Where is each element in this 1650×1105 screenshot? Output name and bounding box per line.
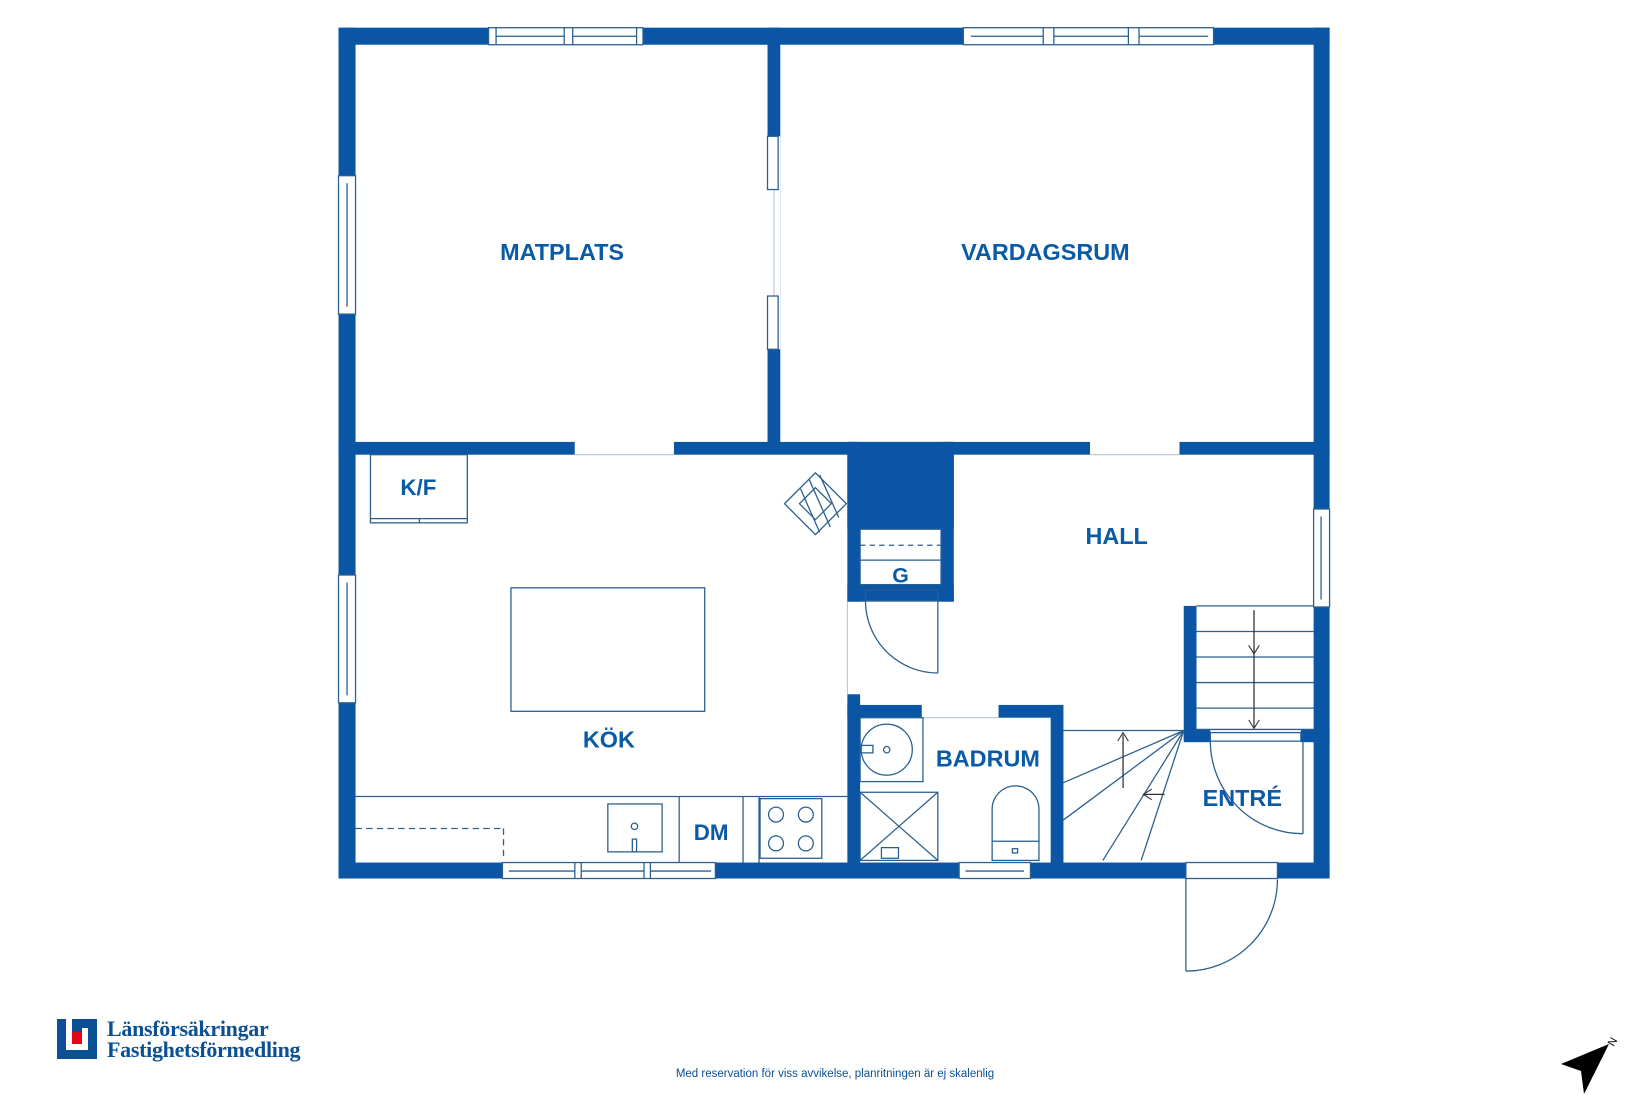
room-label-entre: ENTRÉ (1203, 784, 1282, 811)
fixture-label-kf: K/F (400, 475, 436, 500)
walls (338, 27, 1330, 879)
windows (337, 27, 1331, 880)
room-label-badrum: BADRUM (936, 746, 1040, 772)
fixture-label-g: G (892, 563, 909, 587)
room-label-hall: HALL (1085, 523, 1147, 549)
brand-name-line2: Fastighetsförmedling (107, 1037, 301, 1062)
fixtures (355, 454, 1314, 972)
room-label-matplats: MATPLATS (500, 239, 624, 265)
brand-logo: Länsförsäkringar Fastighetsförmedling (57, 1016, 301, 1062)
fixture-label-dm: DM (694, 820, 729, 845)
disclaimer-text: Med reservation för viss avvikelse, plan… (675, 1068, 995, 1080)
room-label-kok: KÖK (583, 727, 635, 753)
north-arrow: N (1555, 1036, 1625, 1100)
brand-name-line1: Länsförsäkringar (107, 1016, 269, 1041)
room-label-vardagsrum: VARDAGSRUM (961, 239, 1130, 265)
brand-logo-icon (57, 1019, 97, 1059)
north-arrow-icon (1561, 1044, 1609, 1094)
